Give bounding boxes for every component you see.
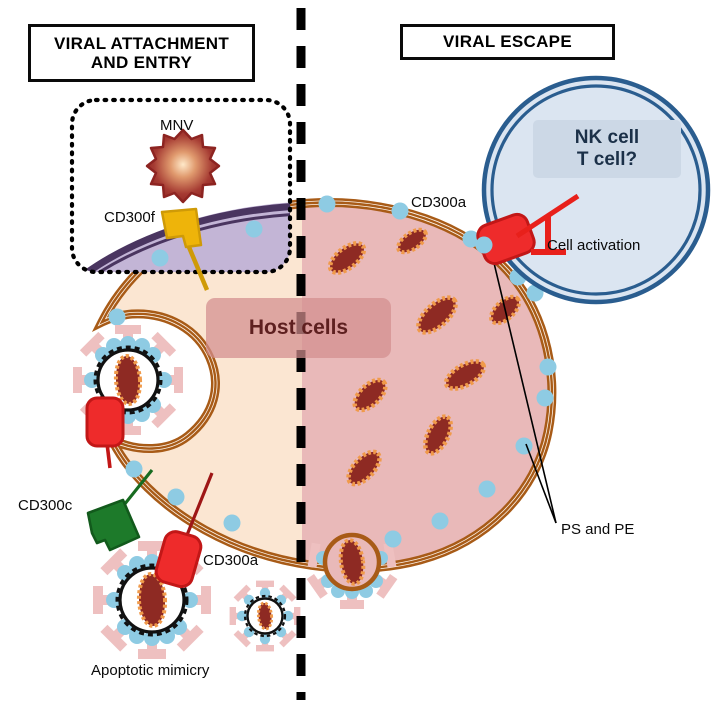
- nk-cell-inner-membrane: [490, 84, 702, 296]
- panel-title-line1: VIRAL ATTACHMENT: [53, 33, 230, 53]
- panel-title-viral-escape: VIRAL ESCAPE: [400, 24, 615, 60]
- nk-t-cell: [481, 75, 711, 305]
- ps-pe-lipid-dot-icon: [167, 488, 185, 506]
- mnv-virion-icon: [145, 128, 221, 204]
- inhibition-bar-icon: [515, 193, 580, 255]
- inclusion-body: [416, 295, 458, 335]
- cd300c-receptor-icon: [86, 469, 154, 552]
- ps-pe-lipid-dot-icon: [515, 437, 533, 455]
- ps-pe-lipid-dot-icon: [539, 358, 557, 376]
- panel-title-line2: AND ENTRY: [90, 53, 193, 72]
- inclusion-body: [396, 227, 428, 255]
- ps-pe-lipid-dot-icon: [462, 230, 480, 248]
- label-cell-activation: Cell activation: [547, 237, 641, 254]
- label-ps-and-pe: PS and PE: [561, 521, 635, 538]
- nk-cell-label-line1: NK cell: [574, 126, 640, 148]
- ps-pe-lipid-dot-icon: [318, 195, 336, 213]
- label-cd300a-bottom: CD300a: [203, 552, 259, 569]
- label-cd300c: CD300c: [18, 497, 73, 514]
- budding-virion-icon: [306, 532, 398, 609]
- panel-title-viral-attachment: VIRAL ATTACHMENT AND ENTRY: [28, 24, 255, 82]
- ps-pe-lipid-dot-icon: [223, 514, 241, 532]
- apoptotic-virion-icon: [229, 580, 301, 652]
- host-cells-label-box: Host cells: [206, 298, 391, 358]
- inclusion-body: [352, 377, 388, 413]
- ps-pe-lipid-dot-icon: [536, 389, 554, 407]
- label-cd300a-nk: CD300a: [411, 194, 467, 211]
- nk-cell-label-box: NK cell T cell?: [533, 120, 681, 178]
- cd300a-receptor-icon: [85, 396, 125, 469]
- cd300a-receptor-icon: [154, 472, 214, 589]
- inclusion-body: [443, 359, 487, 391]
- inclusion-body: [327, 241, 367, 275]
- ps-pe-lipid-dot-icon: [125, 460, 143, 478]
- label-apoptotic-mimicry: Apoptotic mimicry: [91, 662, 210, 679]
- ps-pe-lipid-dot-icon: [391, 202, 409, 220]
- nk-cell-label-line2: T cell?: [576, 149, 638, 170]
- label-cd300f: CD300f: [104, 209, 155, 226]
- ps-pe-lipid-dot-icon: [108, 308, 126, 326]
- inclusion-body: [346, 449, 382, 487]
- ps-pe-leader-lines: [488, 241, 557, 524]
- cd300f-receptor-icon: [160, 207, 210, 291]
- ps-pe-lipid-dot-icon: [384, 530, 402, 548]
- ps-pe-lipid-dot-icon: [431, 512, 449, 530]
- label-mnv: MNV: [160, 117, 194, 134]
- inclusion-body: [423, 414, 453, 456]
- ps-pe-lipid-dot-icon: [478, 480, 496, 498]
